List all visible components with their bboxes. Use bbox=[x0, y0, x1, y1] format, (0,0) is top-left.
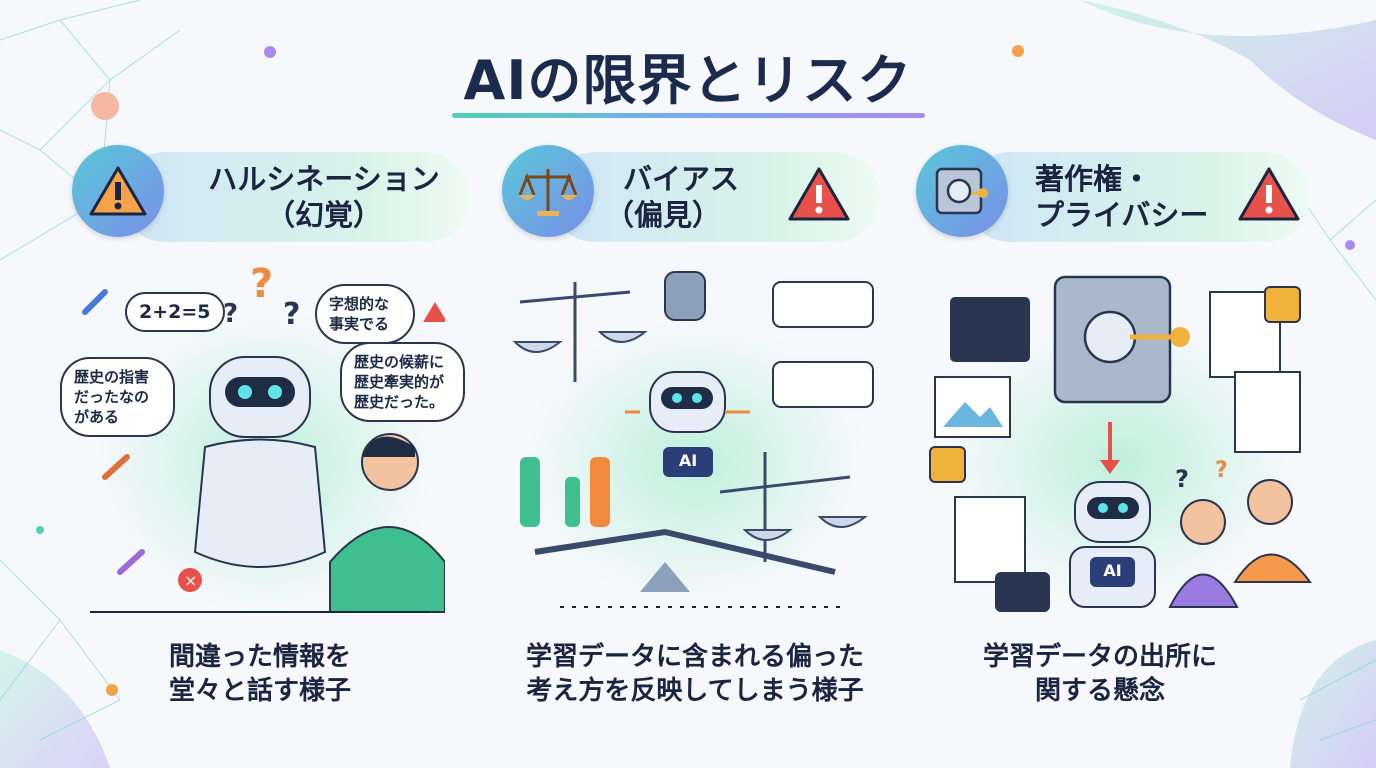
title-underline bbox=[452, 113, 925, 118]
caption-line1: 学習データの出所に bbox=[982, 642, 1217, 672]
section-header-hallucination: ハルシネーション （幻覚） bbox=[120, 152, 470, 242]
section-heading-line2: （偏見） bbox=[605, 198, 722, 232]
caption-line1: 学習データに含まれる偏った bbox=[525, 642, 864, 672]
svg-text:?: ? bbox=[1215, 458, 1228, 483]
svg-text:?: ? bbox=[250, 262, 273, 307]
speech-bubble: 歴史の候薪に歴史牽実的が歴史だった。 bbox=[340, 342, 465, 422]
svg-text:?: ? bbox=[1175, 465, 1189, 493]
section-caption: 学習データの出所に 関する懸念 bbox=[935, 640, 1265, 708]
svg-text:×: × bbox=[184, 571, 197, 590]
caption-line2: 堂々と話す様子 bbox=[168, 676, 351, 706]
safe-icon bbox=[916, 145, 1008, 237]
thought-bubble: 2+2=5 bbox=[125, 292, 225, 332]
section-caption: 間違った情報を 堂々と話す様子 bbox=[80, 640, 440, 708]
section-header-copyright-privacy: 著作権・ プライバシー bbox=[965, 152, 1310, 242]
caption-line2: 関する懸念 bbox=[1034, 676, 1165, 706]
scales-robot-data-illustration bbox=[512, 271, 874, 608]
page-title: AIの限界とリスク bbox=[463, 49, 913, 112]
warning-icon bbox=[72, 145, 164, 237]
warning-icon bbox=[1236, 165, 1302, 229]
thought-bubble: 歴史の指害だったなのがある bbox=[60, 357, 175, 437]
scales-icon bbox=[502, 145, 594, 237]
section-heading-line2: （幻覚） bbox=[265, 198, 382, 232]
warning-icon bbox=[786, 165, 852, 229]
section-heading-line1: バイアス bbox=[623, 162, 740, 196]
robot-ai-label: AI bbox=[1103, 561, 1122, 580]
copyright-privacy-illustration: ? ? AI bbox=[925, 262, 1315, 617]
caption-line2: 考え方を反映してしまう様子 bbox=[526, 676, 864, 706]
bias-illustration: AI bbox=[505, 262, 885, 617]
caption-line1: 間違った情報を bbox=[168, 642, 351, 672]
section-heading-line2: プライバシー bbox=[1035, 198, 1209, 232]
robot-ai-label: AI bbox=[678, 451, 698, 470]
section-caption: 学習データに含まれる偏った 考え方を反映してしまう様子 bbox=[495, 640, 895, 708]
hallucination-illustration: ? ? ? × 2+2=5 字想的な事実でる 歴史の候薪に歴史牽実的が歴史だった… bbox=[60, 261, 465, 617]
safe-robot-documents-illustration: ? ? bbox=[929, 275, 1312, 612]
speech-bubble: 字想的な事実でる bbox=[315, 284, 415, 344]
svg-text:?: ? bbox=[283, 297, 300, 332]
section-heading-line1: 著作権・ bbox=[1035, 162, 1152, 196]
section-heading-line1: ハルシネーション bbox=[208, 162, 440, 196]
svg-text:?: ? bbox=[223, 299, 238, 329]
